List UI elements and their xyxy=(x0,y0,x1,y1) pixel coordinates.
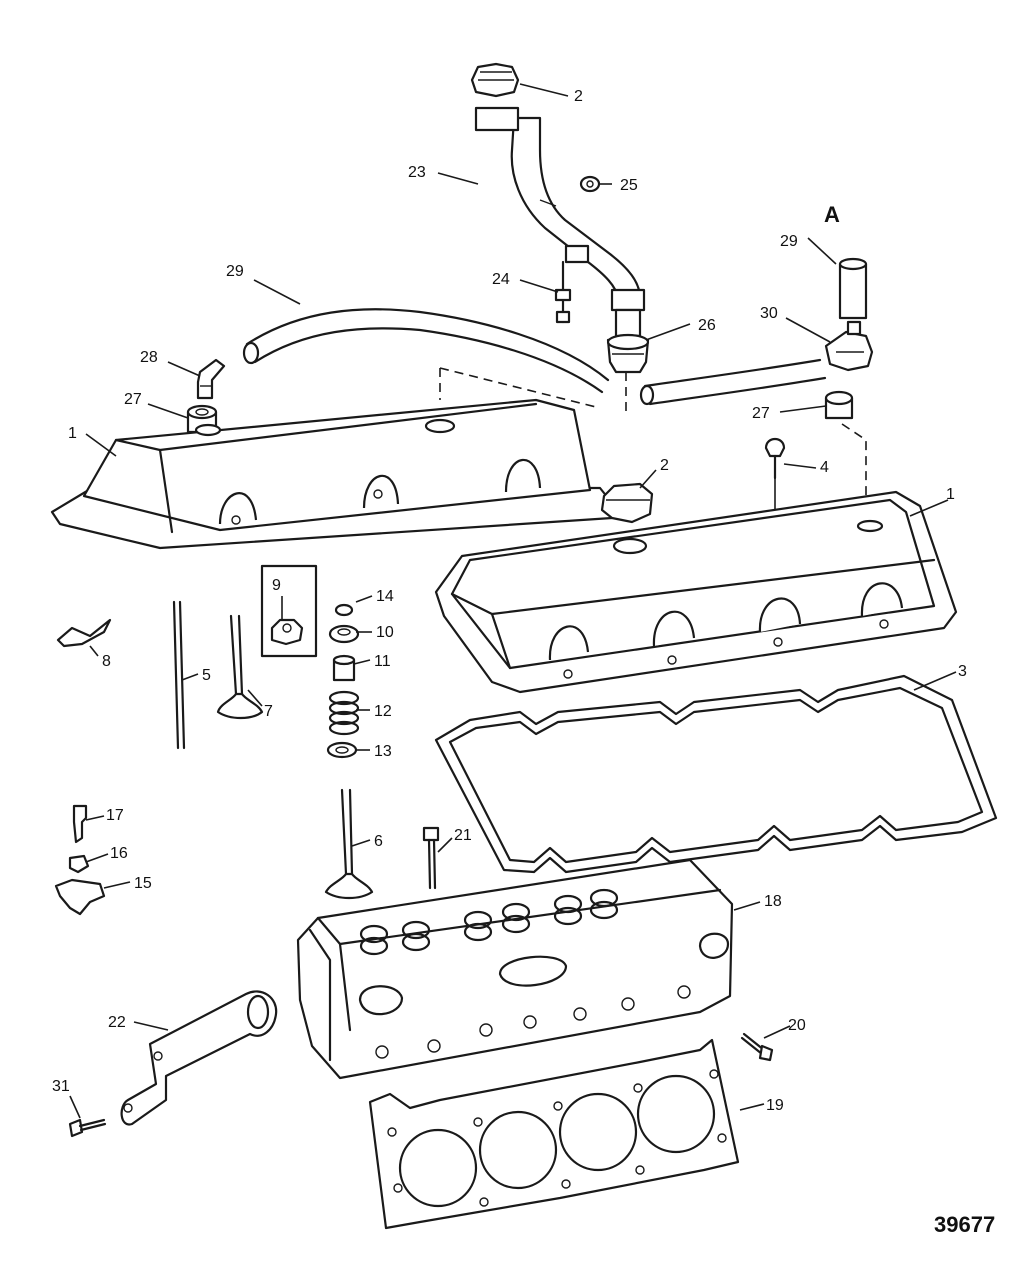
cylinder-head xyxy=(296,858,734,1080)
callout-10: 10 xyxy=(376,624,394,641)
grommet-26 xyxy=(606,333,650,374)
head-valve-springs xyxy=(359,888,619,956)
hose-29-view-a xyxy=(838,257,868,320)
callout-1-left: 1 xyxy=(68,425,77,442)
stud-24 xyxy=(554,260,572,324)
nut-25 xyxy=(579,175,601,193)
valve-30 xyxy=(824,320,874,372)
bolt-4 xyxy=(764,437,786,480)
lifting-bracket xyxy=(120,990,278,1126)
callout-18: 18 xyxy=(764,893,782,910)
grommet-27-right xyxy=(824,390,854,420)
callout-labels: 2 23 25 A 29 29 24 26 30 28 27 27 1 2 4 … xyxy=(52,88,995,1237)
valve-keys-14 xyxy=(334,603,354,617)
valve-cover-gasket xyxy=(434,674,998,874)
callout-17: 17 xyxy=(106,807,124,824)
stud-17 xyxy=(72,804,88,844)
bolt-31 xyxy=(68,1118,107,1138)
rocker-arm-15 xyxy=(54,878,106,916)
hose-29-middle xyxy=(639,358,827,406)
elbow-fitting-28 xyxy=(196,358,226,400)
callout-2-cap: 2 xyxy=(660,457,669,474)
bolt-20 xyxy=(740,1032,774,1062)
head-bolt-21 xyxy=(422,826,440,890)
callout-7: 7 xyxy=(264,703,273,720)
oil-fill-tube xyxy=(474,106,646,338)
callout-2-top: 2 xyxy=(574,88,583,105)
callout-28: 28 xyxy=(140,349,158,366)
callout-29-right: 29 xyxy=(780,233,798,250)
callout-21: 21 xyxy=(454,827,472,844)
callout-22: 22 xyxy=(108,1014,126,1031)
callout-1-right: 1 xyxy=(946,486,955,503)
push-rod xyxy=(172,600,186,750)
callout-3: 3 xyxy=(958,663,967,680)
spring-12 xyxy=(328,690,360,736)
oil-filler-cap-cover xyxy=(600,482,654,524)
valve-7 xyxy=(216,614,264,720)
shim-13 xyxy=(326,741,358,759)
callout-24: 24 xyxy=(492,271,510,288)
callout-29-left: 29 xyxy=(226,263,244,280)
valve-cover-left xyxy=(50,398,618,550)
callout-25: 25 xyxy=(620,177,638,194)
callout-13: 13 xyxy=(374,743,392,760)
callout-19: 19 xyxy=(766,1097,784,1114)
callout-15: 15 xyxy=(134,875,152,892)
callout-14: 14 xyxy=(376,588,394,605)
hose-29-left xyxy=(242,308,610,394)
callout-27-right: 27 xyxy=(752,405,770,422)
callout-9: 9 xyxy=(272,577,281,594)
callout-11: 11 xyxy=(374,653,391,670)
callout-26: 26 xyxy=(698,317,716,334)
oil-filler-cap-top xyxy=(470,62,520,98)
callout-20: 20 xyxy=(788,1017,806,1034)
head-gasket xyxy=(368,1038,740,1230)
view-label-a: A xyxy=(824,202,840,227)
part-9-box xyxy=(260,564,318,658)
callout-30: 30 xyxy=(760,305,778,322)
figure-number: 39677 xyxy=(934,1212,995,1237)
ball-16 xyxy=(68,854,90,874)
callout-6: 6 xyxy=(374,833,383,850)
valve-6 xyxy=(324,788,374,900)
callout-4: 4 xyxy=(820,459,829,476)
leader-lines xyxy=(69,83,957,1119)
seal-11 xyxy=(332,654,356,682)
callout-27-left: 27 xyxy=(124,391,142,408)
callout-12: 12 xyxy=(374,703,392,720)
callout-16: 16 xyxy=(110,845,128,862)
valve-cover-right xyxy=(434,490,958,694)
grommet-27-left xyxy=(186,404,218,434)
callout-31: 31 xyxy=(52,1078,70,1095)
callout-8: 8 xyxy=(102,653,111,670)
retainer-10 xyxy=(328,624,360,644)
callout-5: 5 xyxy=(202,667,211,684)
callout-23: 23 xyxy=(408,164,426,181)
clip-8 xyxy=(56,618,112,648)
